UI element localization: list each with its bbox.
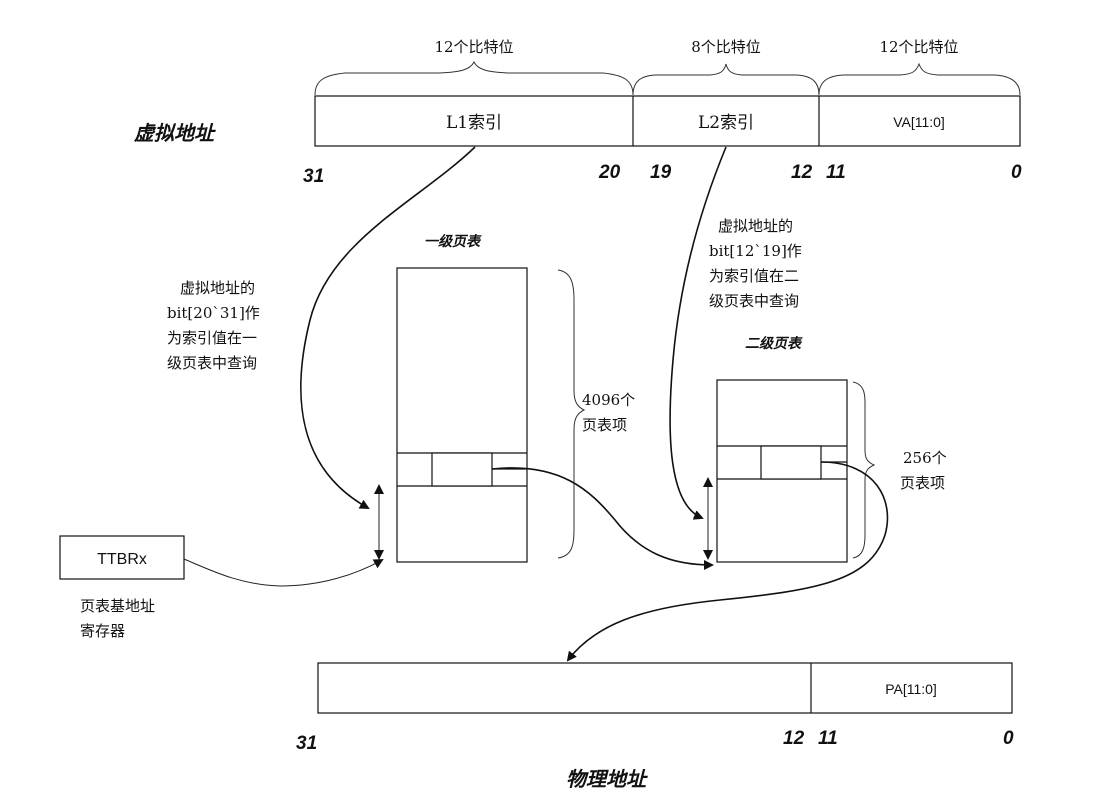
pa-bit-11: 11 (818, 728, 838, 749)
ttbr-register: TTBRx 页表基地址 寄存器 (59, 535, 185, 640)
va-bit-19: 19 (650, 162, 672, 183)
l1-page-table: 一级页表 4096个 页表项 虚拟地址的 bit[20`31]作 为索引值在一 … (167, 233, 635, 563)
l1-table-title: 一级页表 (424, 233, 482, 249)
pa-bit-0: 0 (1003, 728, 1014, 749)
l1-count-line-2: 页表项 (582, 416, 627, 434)
l2-count-line-2: 页表项 (900, 474, 945, 492)
physical-address: PA[11:0] 31 12 11 0 物理地址 (296, 662, 1014, 791)
va-bit-31: 31 (303, 166, 324, 187)
l2-note-line-3: 为索引值在二 (709, 267, 799, 285)
l1-note-line-1: 虚拟地址的 (180, 279, 255, 297)
virtual-address-box (314, 95, 1021, 147)
l2-range-arrow-down (703, 550, 713, 560)
physical-address-box (317, 662, 1013, 714)
l1-note-line-4: 级页表中查询 (167, 354, 257, 372)
l1-table-box (396, 267, 528, 563)
va-offset-field: VA[11:0] (893, 114, 945, 130)
l1-entry-cell (431, 452, 493, 487)
l1-to-l2-arrow (491, 467, 714, 570)
virtual-address: 12个比特位 8个比特位 12个比特位 L1索引 L2索引 VA[11:0] 虚… (134, 38, 1022, 187)
ttbr-caption-line-2: 寄存器 (80, 622, 125, 640)
pa-offset-field: PA[11:0] (885, 681, 937, 697)
offset-width-brace (818, 62, 1021, 96)
l1-count-brace (557, 269, 586, 559)
l2-note-line-4: 级页表中查询 (709, 292, 799, 310)
l1-note-line-2: bit[20`31]作 (167, 304, 260, 322)
va-bit-12: 12 (791, 162, 813, 183)
offset-width-label: 12个比特位 (879, 38, 958, 56)
va-bit-11: 11 (826, 162, 846, 183)
ttbr-box (59, 535, 185, 580)
ttbr-to-l1-arrow (183, 558, 384, 587)
flow-arrows (183, 146, 889, 662)
l2-width-label: 8个比特位 (691, 38, 761, 56)
pa-bit-31: 31 (296, 733, 317, 754)
l2-note-line-1: 虚拟地址的 (718, 217, 793, 235)
l1-width-label: 12个比特位 (434, 38, 513, 56)
l1-width-brace (314, 60, 634, 96)
pa-bit-12: 12 (783, 728, 805, 749)
va-bit-20: 20 (598, 162, 621, 183)
l2-count-brace (852, 381, 876, 559)
l2-index-field: L2索引 (698, 113, 754, 133)
l1-count-line-1: 4096个 (582, 391, 635, 409)
l2-page-table: 二级页表 256个 页表项 虚拟地址的 bit[12`19]作 为索引值在二 级… (703, 217, 947, 563)
l2-entry-cell (760, 445, 822, 480)
physical-address-label: 物理地址 (566, 768, 648, 791)
l1-range-arrow-down (374, 550, 384, 560)
ttbr-caption-line-1: 页表基地址 (80, 597, 155, 615)
l2-table-title: 二级页表 (745, 335, 803, 351)
l2-to-physical-arrow (566, 461, 889, 662)
virtual-address-label: 虚拟地址 (134, 122, 216, 145)
ttbr-label: TTBRx (97, 551, 147, 568)
l1-index-field: L1索引 (446, 113, 502, 133)
l2-range-arrow-up (703, 477, 713, 487)
l2-count-line-1: 256个 (903, 449, 947, 467)
l1-note-line-3: 为索引值在一 (167, 329, 257, 347)
l2-index-arrow (669, 146, 727, 520)
l1-index-arrow (300, 146, 476, 509)
l2-note-line-2: bit[12`19]作 (709, 242, 802, 260)
l1-range-arrow-up (374, 484, 384, 494)
va-bit-0: 0 (1011, 162, 1022, 183)
l2-width-brace (632, 63, 820, 96)
